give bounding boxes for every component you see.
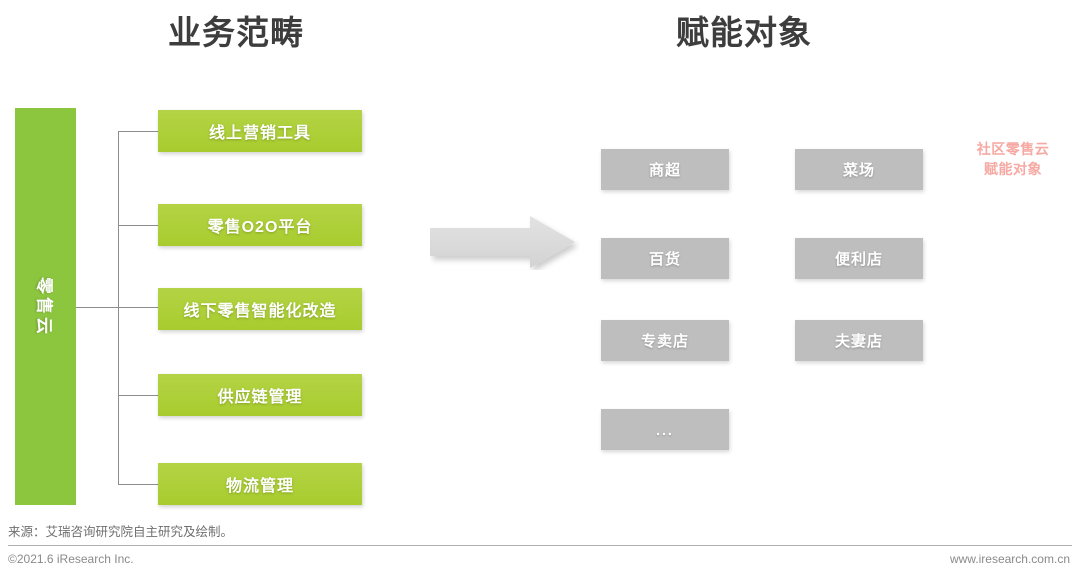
connector-branch-4 <box>118 395 159 396</box>
caption-line-1: 社区零售云 <box>976 141 1050 157</box>
connector-branch-1 <box>118 131 159 132</box>
connector-branch-2 <box>118 225 159 226</box>
connector-branch-5 <box>118 484 159 485</box>
target-item-label: 菜场 <box>842 162 875 179</box>
target-item-mom-and-pop-store[interactable]: 夫妻店 <box>795 320 923 361</box>
connector-root-stem <box>76 307 119 308</box>
target-item-department-store[interactable]: 百货 <box>601 238 729 279</box>
target-item-label: ... <box>656 421 674 438</box>
right-arrow-icon <box>430 216 580 270</box>
footer-divider <box>8 545 1072 546</box>
business-item-label: 线上营销工具 <box>208 125 311 142</box>
caption-community-retail-cloud: 社区零售云 赋能对象 <box>957 140 1069 180</box>
target-item-convenience-store[interactable]: 便利店 <box>795 238 923 279</box>
business-item-label: 零售O2O平台 <box>207 219 313 236</box>
business-item-label: 物流管理 <box>225 478 294 495</box>
business-item-logistics-management[interactable]: 物流管理 <box>158 463 362 505</box>
page-title-business-scope: 业务范畴 <box>168 14 304 51</box>
copyright-text: ©2021.6 iResearch Inc. <box>8 552 134 566</box>
target-item-label: 夫妻店 <box>834 333 883 350</box>
target-item-wet-market[interactable]: 菜场 <box>795 149 923 190</box>
target-item-label: 百货 <box>648 251 681 268</box>
connector-branch-3 <box>118 307 159 308</box>
target-item-more[interactable]: ... <box>601 409 729 450</box>
target-item-label: 专卖店 <box>640 333 689 350</box>
source-note: 来源：艾瑞咨询研究院自主研究及绘制。 <box>8 525 234 539</box>
caption-line-2: 赋能对象 <box>984 160 1042 177</box>
business-item-offline-retail-smart-upgrade[interactable]: 线下零售智能化改造 <box>158 288 362 330</box>
business-item-label: 供应链管理 <box>217 389 303 406</box>
business-item-supply-chain-management[interactable]: 供应链管理 <box>158 374 362 416</box>
business-item-label: 线下零售智能化改造 <box>183 303 337 320</box>
business-item-online-marketing-tools[interactable]: 线上营销工具 <box>158 110 362 152</box>
target-item-label: 便利店 <box>834 251 883 268</box>
root-node-label: 零售云 <box>34 276 53 337</box>
page-title-empowerment-targets: 赋能对象 <box>676 14 812 51</box>
website-url: www.iresearch.com.cn <box>949 552 1070 566</box>
root-node-retail-cloud: 零售云 <box>15 108 76 505</box>
target-item-supermarket[interactable]: 商超 <box>601 149 729 190</box>
business-item-retail-o2o-platform[interactable]: 零售O2O平台 <box>158 204 362 246</box>
target-item-label: 商超 <box>648 162 681 179</box>
target-item-specialty-store[interactable]: 专卖店 <box>601 320 729 361</box>
